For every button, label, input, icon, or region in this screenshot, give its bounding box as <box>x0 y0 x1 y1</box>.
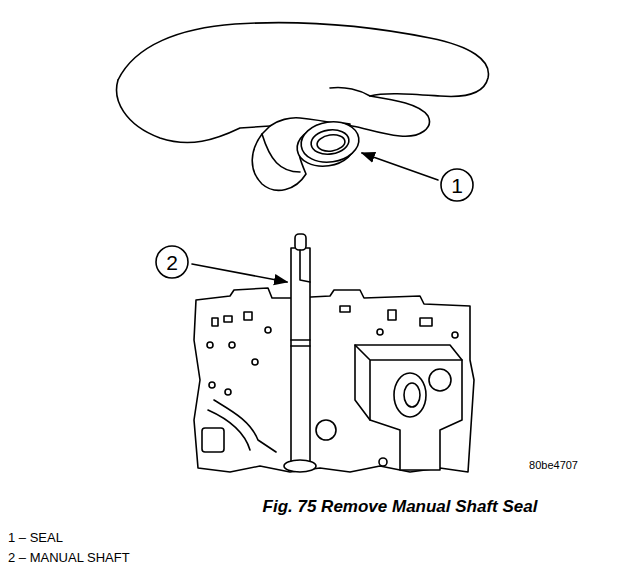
port <box>212 318 218 326</box>
port <box>224 316 232 322</box>
port <box>340 306 350 312</box>
seal-outer-edge <box>298 118 361 166</box>
callout-circle: 2 <box>155 245 189 279</box>
hole <box>265 327 271 333</box>
detent-lever <box>355 345 462 470</box>
shaft-tip <box>295 234 306 250</box>
legend-item: 2 – MANUAL SHAFT <box>8 550 130 565</box>
valve-body <box>194 288 474 472</box>
finger-crease <box>330 87 370 96</box>
hole <box>452 332 458 338</box>
thumb-line <box>117 80 270 143</box>
roller <box>429 369 451 391</box>
port <box>420 318 432 326</box>
figure-caption: Fig. 75 Remove Manual Shaft Seal <box>170 497 630 517</box>
detent-lever-face <box>355 345 462 420</box>
bore <box>316 420 336 440</box>
hole <box>207 342 213 348</box>
hole <box>229 342 235 348</box>
hole <box>377 329 383 335</box>
hole <box>225 389 231 395</box>
seal-lip <box>316 133 346 153</box>
hole <box>252 359 258 365</box>
shaft-flat <box>300 250 310 282</box>
callout-circle: 1 <box>440 168 474 202</box>
shaft-groove <box>291 340 310 346</box>
callout-number: 1 <box>451 175 463 196</box>
legend-item: 1 – SEAL <box>8 530 63 545</box>
figure-id: 80be4707 <box>529 459 578 471</box>
port <box>388 310 396 320</box>
seal-inner <box>310 127 351 156</box>
detent-spring-inner <box>404 383 420 407</box>
hole <box>209 382 215 388</box>
manual-shaft <box>291 248 310 466</box>
leader-arrow <box>192 264 287 282</box>
callout-number: 2 <box>166 252 178 273</box>
detent-spring <box>394 373 426 417</box>
clip <box>202 428 224 452</box>
leader-arrow <box>362 153 438 180</box>
port <box>244 312 252 320</box>
finger-crease <box>262 134 300 172</box>
callout-ring <box>441 169 473 201</box>
callout-ring <box>156 246 188 278</box>
shaft-collar <box>284 460 316 472</box>
screw <box>379 458 387 466</box>
